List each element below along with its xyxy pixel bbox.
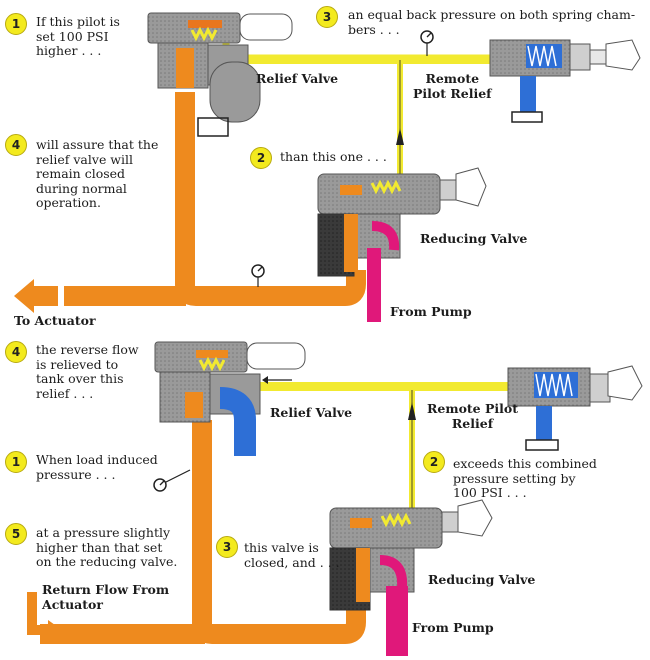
top-remote-pilot-relief [489,39,641,123]
to-actuator-label: To Actuator [14,313,96,328]
top-step-2-text: than this one . . . [280,149,387,164]
return-flow-label: Return Flow From Actuator [42,582,170,612]
bottom-step-5-badge: 5 [5,523,27,545]
top-step-2-badge: 2 [250,147,272,169]
top-from-pump-label: From Pump [390,304,472,319]
top-step-1-badge: 1 [5,13,27,35]
bottom-relief-valve-label: Relief Valve [270,405,353,420]
return-flow-arrow [27,592,48,635]
top-circuit [14,12,641,322]
bottom-step-4-text: the reverse flow is relieved to tank ove… [36,342,139,401]
bottom-step-1-badge: 1 [5,451,27,473]
bottom-reducing-valve [329,499,493,656]
top-step-4-text: will assure that the relief valve will r… [36,137,159,210]
top-gauge-pilot [420,30,434,56]
top-remote-pilot-label: Remote Pilot Relief [413,71,492,101]
top-relief-valve-label: Relief Valve [256,71,339,86]
bottom-step-2-text: exceeds this combined pressure setting b… [453,456,597,500]
bottom-step-1-text: When load induced pressure . . . [36,452,158,482]
top-step-3-badge: 3 [316,6,338,28]
top-step-4-badge: 4 [5,134,27,156]
bottom-reducing-valve-label: Reducing Valve [428,572,536,587]
bottom-step-3-badge: 3 [216,536,238,558]
bottom-step-4-badge: 4 [5,341,27,363]
top-step-1-text: If this pilot is set 100 PSI higher . . … [36,14,120,58]
bottom-step-3-text: this valve is closed, and . . . [244,540,340,570]
bottom-step-5-text: at a pressure slightly higher than that … [36,525,178,569]
top-gauge-actuator [251,264,265,287]
bottom-remote-pilot-label: Remote Pilot Relief [427,401,518,431]
top-reducing-valve [317,167,487,322]
top-reducing-valve-label: Reducing Valve [420,231,528,246]
to-actuator-arrow [14,279,34,313]
bottom-step-2-badge: 2 [423,451,445,473]
top-step-3-text: an equal back pressure on both spring ch… [348,7,636,37]
bottom-remote-pilot-relief [507,365,643,451]
bottom-relief-valve [154,341,306,456]
bottom-circuit [27,341,643,656]
top-relief-valve [147,12,293,137]
bottom-from-pump-label: From Pump [412,620,494,635]
bottom-gauge [153,469,191,492]
